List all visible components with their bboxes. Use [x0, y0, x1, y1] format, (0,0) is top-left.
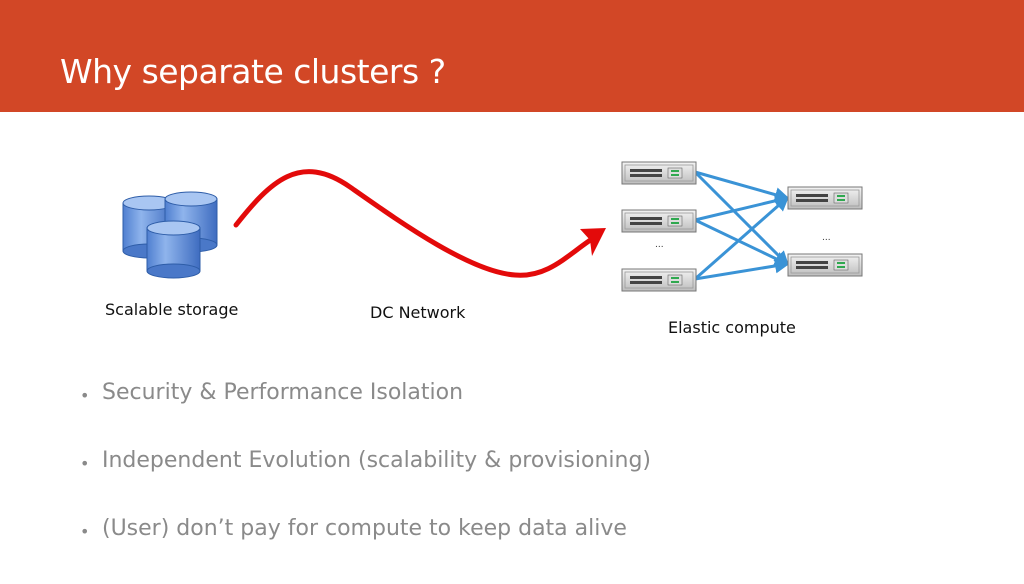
compute-links	[693, 170, 790, 281]
rack-server-icon	[621, 161, 697, 185]
dc-network-label: DC Network	[370, 303, 466, 322]
rack-server-icon	[787, 186, 863, 210]
bullet-dot-icon: •	[80, 522, 90, 541]
dc-network-arrow	[233, 169, 606, 278]
architecture-diagram: ... ... Scalable storage DC Network Elas…	[0, 112, 1024, 372]
rack-server-icon	[621, 209, 697, 233]
bullet-dot-icon: •	[80, 386, 90, 405]
scalable-storage-label: Scalable storage	[105, 300, 239, 319]
database-cylinders-icon	[122, 191, 218, 279]
bullet-item: • Security & Performance Isolation	[78, 380, 978, 448]
right-column-ellipsis: ...	[822, 233, 831, 243]
bullet-text: (User) don’t pay for compute to keep dat…	[102, 516, 627, 541]
rack-server-icon	[787, 253, 863, 277]
left-column-ellipsis: ...	[655, 240, 664, 250]
rack-server-icon	[621, 268, 697, 292]
title-bar	[0, 0, 1024, 112]
slide-title: Why separate clusters ?	[60, 52, 446, 91]
bullet-list: • Security & Performance Isolation • Ind…	[78, 380, 978, 584]
bullet-item: • (User) don’t pay for compute to keep d…	[78, 516, 978, 584]
bullet-item: • Independent Evolution (scalability & p…	[78, 448, 978, 516]
bullet-dot-icon: •	[80, 454, 90, 473]
cylinder-front	[146, 220, 201, 279]
elastic-compute-label: Elastic compute	[668, 318, 796, 337]
bullet-text: Independent Evolution (scalability & pro…	[102, 448, 652, 473]
bullet-text: Security & Performance Isolation	[102, 380, 464, 405]
